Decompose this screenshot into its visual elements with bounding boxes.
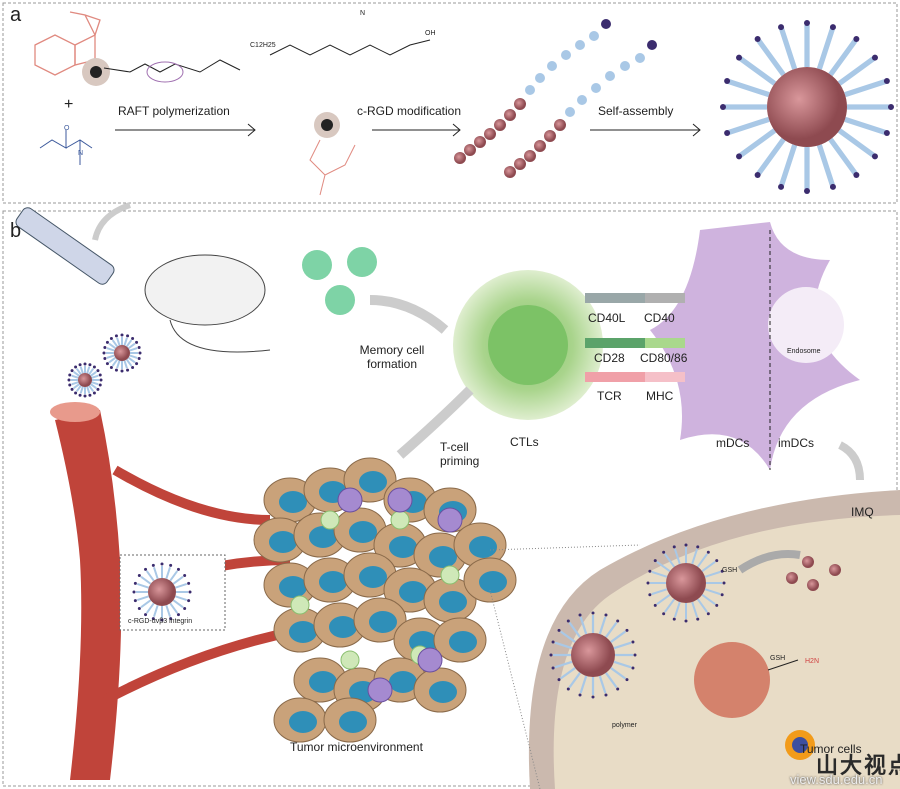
panel-a-border <box>2 2 898 204</box>
hydrophilic-blocks <box>525 31 645 117</box>
chem-alkyl: C12H25 <box>250 42 276 49</box>
dma-monomer <box>39 130 93 165</box>
t-cell <box>390 510 410 530</box>
imq-label: IMQ <box>851 505 874 519</box>
arrow-inject <box>92 202 132 241</box>
ctl-label: CTLs <box>510 435 539 449</box>
mouse <box>144 254 266 326</box>
micelle <box>720 20 894 194</box>
gsh-label-2: GSH <box>770 655 786 662</box>
polymer-label: polymer <box>612 722 637 729</box>
micelle-core <box>114 345 130 361</box>
h2n-label: H2N <box>805 658 820 665</box>
micelle-core <box>148 578 176 606</box>
tme-label: Tumor microenvironment <box>290 740 423 754</box>
dendritic-cell-small <box>387 487 413 513</box>
tumor-cells-label: Tumor cells <box>800 742 862 756</box>
watermark-logo <box>785 730 815 760</box>
tumor-mass <box>253 457 517 743</box>
dendritic-cell-small <box>417 647 443 673</box>
micelle-core <box>571 633 615 677</box>
micelle-core <box>666 563 706 603</box>
arrow-gsh <box>737 550 801 574</box>
imq-prodrug-highlight <box>694 642 770 718</box>
t-cell <box>320 510 340 530</box>
panel-a-letter: a <box>10 4 22 26</box>
raft-label: RAFT polymerization <box>118 104 230 118</box>
mdcs-label: mDCs <box>716 436 750 450</box>
t-cell <box>440 565 460 585</box>
chem-monomer-o: O <box>64 125 70 132</box>
mhc-label: MHC <box>646 389 674 403</box>
self-assembly-label: Self-assembly <box>598 104 674 118</box>
memory-label: Memory cell formation <box>359 343 425 371</box>
endosome-label: Endosome <box>787 348 821 355</box>
cd40-label: CD40 <box>644 311 675 325</box>
arrow-gsh-cleave <box>767 659 799 671</box>
imdcs-label: imDCs <box>778 436 814 450</box>
integrin-label: c-RGD-αvβ3 integrin <box>128 618 193 625</box>
micelle-core <box>767 67 847 147</box>
panel-b-letter: b <box>10 220 22 242</box>
dendritic-cell-small <box>437 507 463 533</box>
syringe <box>15 207 115 285</box>
arrow-memory <box>369 295 449 334</box>
t-cell <box>340 650 360 670</box>
blood-vessel <box>55 410 122 780</box>
polymer-chains <box>454 98 566 178</box>
plus-sign: + <box>64 96 74 113</box>
arrow-imdc <box>838 441 864 481</box>
chem-acid: OH <box>425 30 436 37</box>
dendritic-cell-small <box>367 677 393 703</box>
watermark-text: 山大视点 <box>816 753 900 778</box>
cd80-label: CD80/86 <box>640 351 688 365</box>
tcr-label: TCR <box>597 389 622 403</box>
priming-label: T-cell priming <box>440 440 480 468</box>
cd40l-label: CD40L <box>588 311 626 325</box>
memory-cells <box>302 247 377 315</box>
released-imq <box>786 556 841 591</box>
receptor-pairs <box>585 293 685 382</box>
dendritic-cell-small <box>337 487 363 513</box>
cd28-label: CD28 <box>594 351 625 365</box>
chem-nitrile: N <box>360 10 366 17</box>
chem-monomer-n: N <box>78 150 84 157</box>
disulfide-circle <box>146 61 184 83</box>
copolymer-backbone <box>269 39 431 56</box>
gsh-label-1: GSH <box>722 567 738 574</box>
linker-chain <box>103 59 241 73</box>
t-cell <box>290 595 310 615</box>
micelle-core <box>78 373 92 387</box>
arrow-priming <box>396 386 474 459</box>
endosome <box>768 287 844 363</box>
imq-structure-1 <box>34 11 101 76</box>
watermark-url: view.sdu.edu.cn <box>790 772 883 787</box>
dendritic-cell <box>650 222 860 470</box>
crgd-label: c-RGD modification <box>357 104 462 118</box>
